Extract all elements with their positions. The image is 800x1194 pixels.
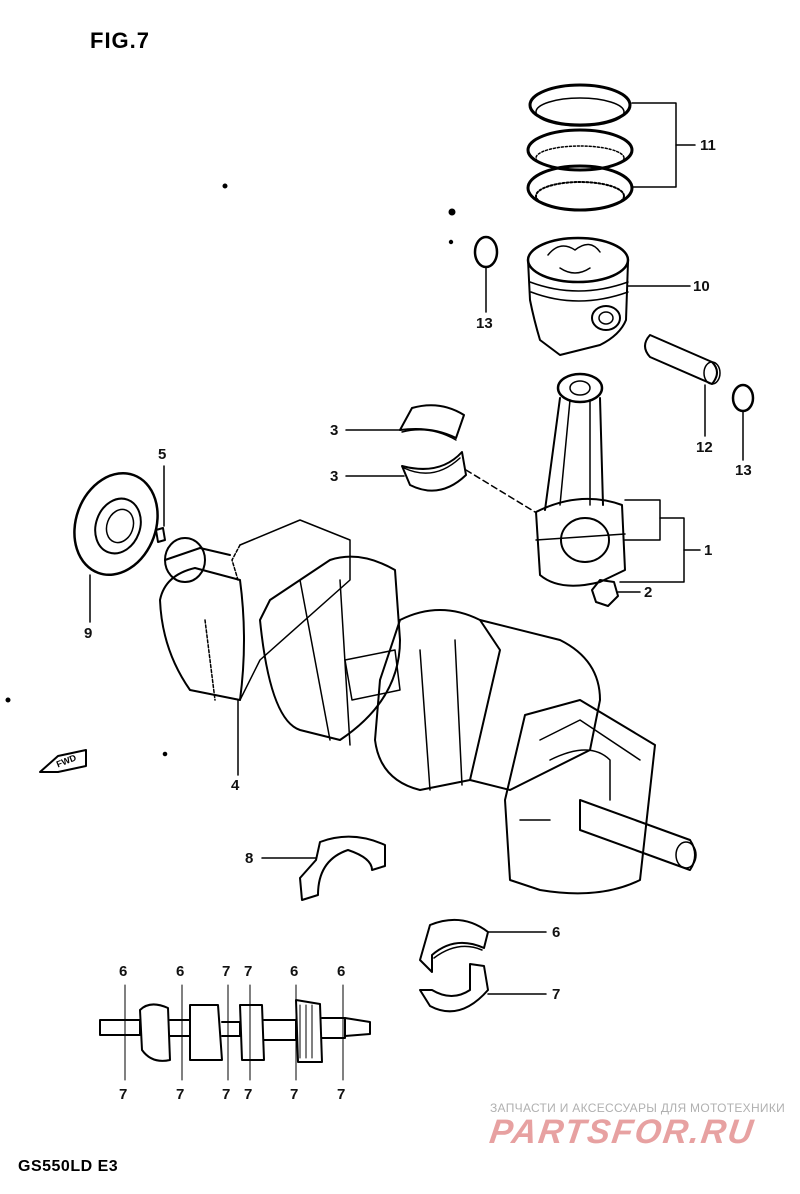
map-top-3: 7 <box>222 963 231 980</box>
callout-2: 2 <box>644 584 653 601</box>
map-top-6: 6 <box>337 963 346 980</box>
conrod-bearing-upper <box>399 404 465 441</box>
conrod-bearing-lower <box>401 451 467 492</box>
callout-10: 10 <box>693 278 710 295</box>
dash-line <box>465 469 536 513</box>
callout-7: 7 <box>552 986 561 1003</box>
callout-3-upper: 3 <box>330 422 339 439</box>
connecting-rod <box>535 372 626 587</box>
callout-4: 4 <box>231 777 240 794</box>
callout-6: 6 <box>552 924 561 941</box>
fwd-arrow-icon <box>39 749 87 773</box>
dowel-pin <box>155 527 166 543</box>
piston-rings <box>526 83 634 212</box>
callout-8: 8 <box>245 850 254 867</box>
map-bottom-5: 7 <box>290 1086 299 1103</box>
callout-9: 9 <box>84 625 93 642</box>
watermark-logo: PARTSFOR.RU <box>487 1113 758 1151</box>
map-bottom-6: 7 <box>337 1086 346 1103</box>
callout-12: 12 <box>696 439 713 456</box>
leader-1 <box>624 499 661 541</box>
callout-11: 11 <box>700 137 716 154</box>
map-top-2: 6 <box>176 963 185 980</box>
callout-13-left: 13 <box>476 315 493 332</box>
callout-3-lower: 3 <box>330 468 339 485</box>
model-code: GS550LD E3 <box>18 1158 119 1175</box>
main-bearing-upper <box>419 918 489 973</box>
figure-title: FIG.7 <box>90 28 151 53</box>
callout-5: 5 <box>158 446 167 463</box>
circlip-right <box>731 383 755 413</box>
map-bottom-1: 7 <box>119 1086 128 1103</box>
map-bottom-4: 7 <box>244 1086 253 1103</box>
conrod-nut <box>591 579 619 607</box>
map-top-1: 6 <box>119 963 128 980</box>
leader-11 <box>631 102 677 188</box>
oil-seal <box>73 472 159 576</box>
piston <box>526 236 630 356</box>
map-top-5: 6 <box>290 963 299 980</box>
main-bearing-lower <box>419 963 489 1013</box>
map-bottom-2: 7 <box>176 1086 185 1103</box>
callout-1: 1 <box>704 542 713 559</box>
crankshaft <box>159 519 697 895</box>
piston-pin <box>644 334 721 385</box>
map-top-4: 7 <box>244 963 253 980</box>
circlip-left <box>473 235 499 269</box>
callout-13-right: 13 <box>735 462 752 479</box>
crankshaft-bearing-map <box>99 984 371 1081</box>
thrust-washer <box>299 835 386 901</box>
watermark-caption: ЗАПЧАСТИ И АКСЕССУАРЫ ДЛЯ МОТОТЕХНИКИ <box>490 1101 786 1115</box>
map-bottom-3: 7 <box>222 1086 231 1103</box>
